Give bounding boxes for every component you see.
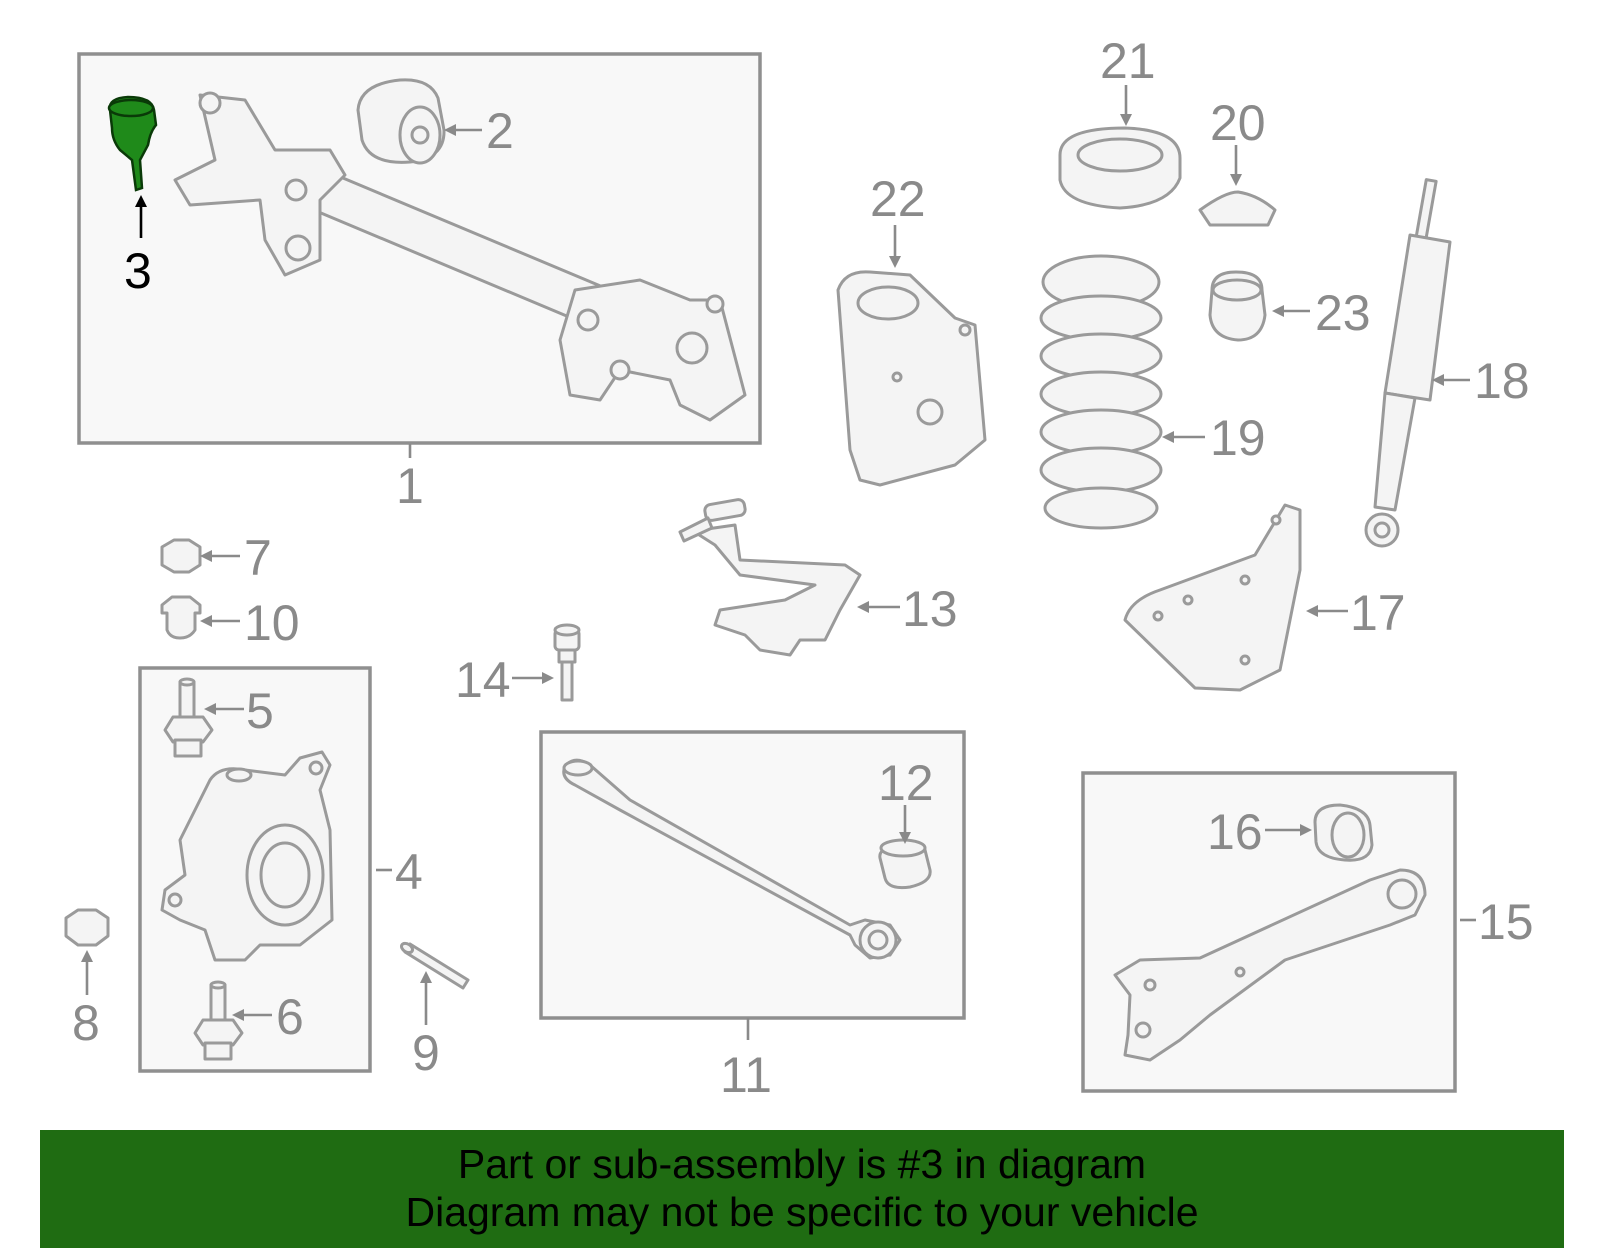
callout-20: 20 <box>1210 95 1266 151</box>
callout-21: 21 <box>1100 33 1156 89</box>
part-info-text: Part or sub-assembly is #3 in diagram <box>457 1141 1147 1187</box>
callout-15: 15 <box>1478 894 1534 950</box>
bracket-13 <box>678 498 862 657</box>
callout-9: 9 <box>412 1025 440 1081</box>
bolt-14 <box>553 623 581 702</box>
nut-7 <box>160 538 202 574</box>
bushing-23 <box>1208 270 1267 342</box>
callout-17: 17 <box>1350 585 1406 641</box>
disclaimer-text: Diagram may not be specific to your vehi… <box>405 1189 1199 1235</box>
coil-spring-19 <box>1039 254 1163 530</box>
callout-10: 10 <box>244 595 300 651</box>
mounting-plate-17 <box>1123 503 1302 692</box>
callout-5: 5 <box>246 683 274 739</box>
parts-diagram: 2 3 1 22 21 20 19 <box>64 33 1534 1103</box>
ball-joint-5 <box>163 677 214 758</box>
ball-joint-6 <box>193 980 244 1061</box>
callout-11: 11 <box>720 1047 772 1103</box>
spring-bracket-22 <box>836 270 987 487</box>
callout-1: 1 <box>396 458 424 514</box>
highlighted-part-3 <box>107 95 158 192</box>
pin-9 <box>399 941 470 990</box>
info-banner: Part or sub-assembly is #3 in diagram Di… <box>40 1130 1564 1248</box>
front-axle-beam <box>173 91 747 422</box>
bushing-12 <box>878 838 932 890</box>
callout-16: 16 <box>1207 804 1263 860</box>
callout-7: 7 <box>244 530 272 586</box>
bushing-16 <box>1313 803 1374 862</box>
jounce-bumper-cap-20 <box>1198 190 1277 227</box>
callout-23: 23 <box>1315 285 1371 341</box>
nut-10 <box>160 595 202 640</box>
axle-bushing <box>356 78 446 165</box>
callout-18: 18 <box>1474 353 1530 409</box>
spring-isolator-21 <box>1058 126 1182 210</box>
nut-8 <box>64 908 110 947</box>
callout-13: 13 <box>902 581 958 637</box>
callout-14: 14 <box>455 652 511 708</box>
callout-4: 4 <box>395 844 423 900</box>
shock-absorber-18 <box>1364 178 1452 548</box>
callout-6: 6 <box>276 989 304 1045</box>
callout-22: 22 <box>870 171 926 227</box>
callout-2: 2 <box>486 103 514 159</box>
control-arm-15 <box>1113 868 1427 1062</box>
callout-12: 12 <box>878 755 934 811</box>
steering-knuckle-4 <box>160 750 334 962</box>
callout-19: 19 <box>1210 410 1266 466</box>
callout-8: 8 <box>72 995 100 1051</box>
callout-3: 3 <box>124 243 152 299</box>
track-bar-11 <box>562 758 902 960</box>
